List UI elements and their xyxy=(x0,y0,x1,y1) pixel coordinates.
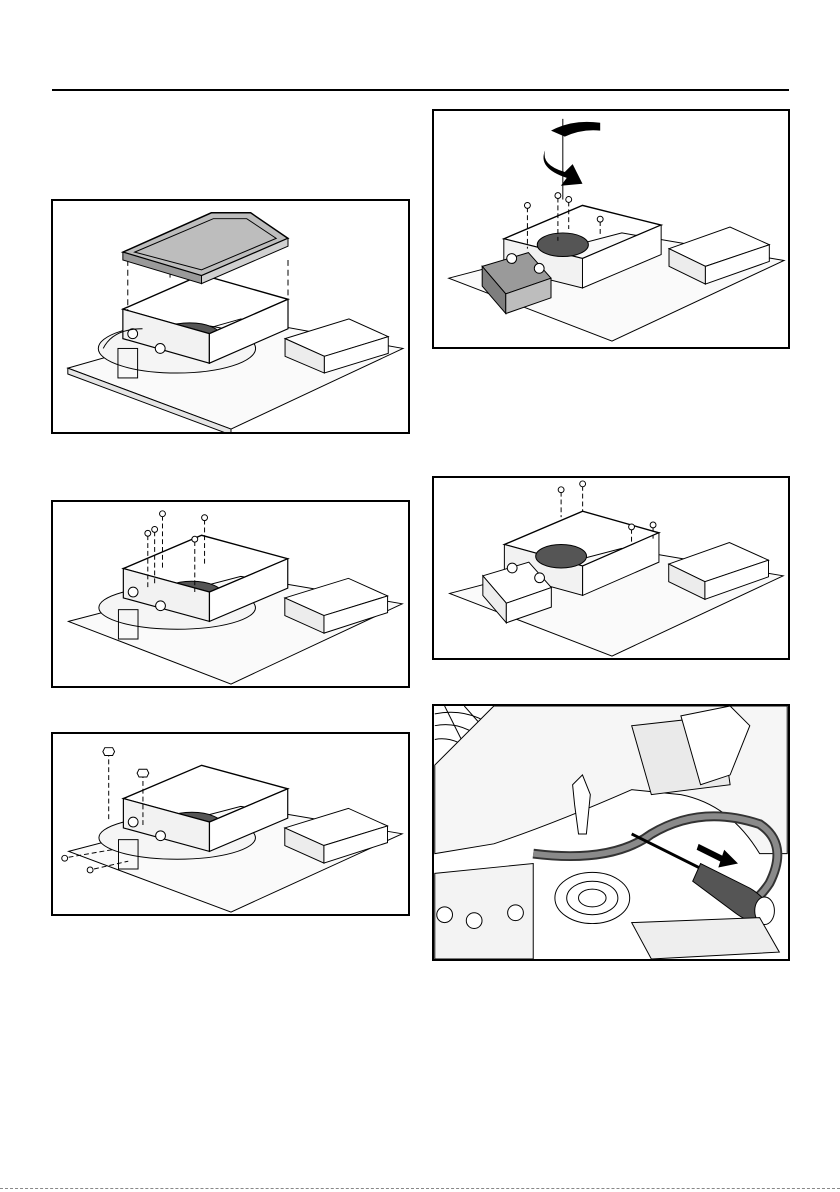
figure-housing-rotate xyxy=(432,109,790,349)
filter-cover-illustration xyxy=(53,201,408,432)
header-rule xyxy=(52,89,789,91)
figure-filter-cover-removal xyxy=(51,199,410,434)
figure-top-screws-removal xyxy=(51,500,410,688)
side-nuts-illustration xyxy=(53,734,408,914)
housing-rotate-illustration xyxy=(434,111,788,347)
figure-side-nuts-removal xyxy=(51,732,410,916)
housing-reattach-illustration xyxy=(434,478,788,658)
screwdriver-detail-illustration xyxy=(434,706,788,959)
figure-housing-reattach xyxy=(432,476,790,660)
figure-screwdriver-detail xyxy=(432,704,790,961)
page-bottom-edge xyxy=(0,1188,840,1189)
top-screws-illustration xyxy=(53,502,408,686)
